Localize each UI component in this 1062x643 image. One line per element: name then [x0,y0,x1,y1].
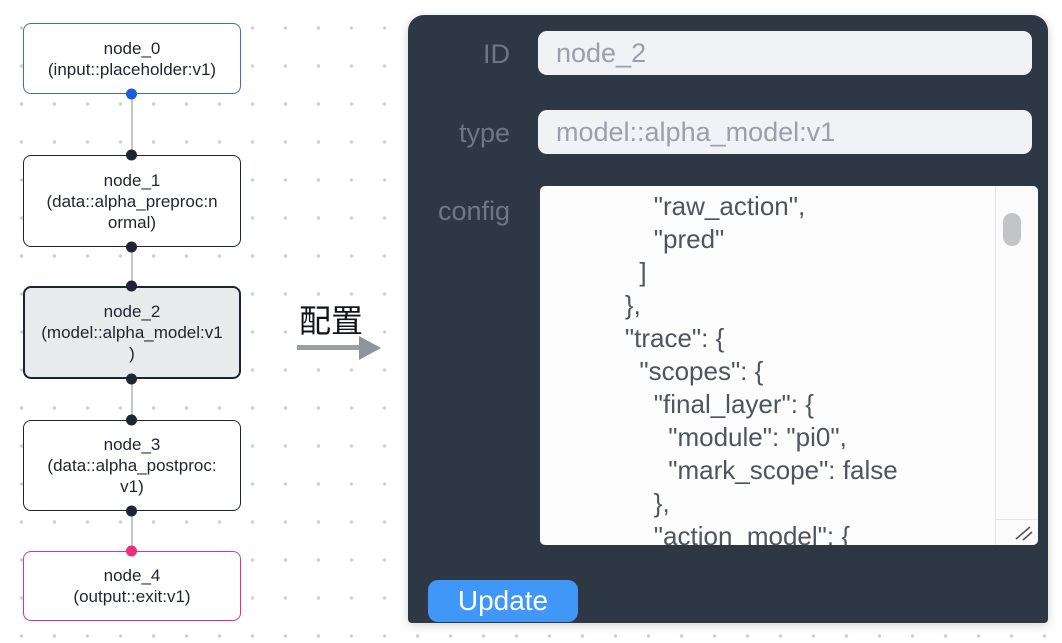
type-field-label: type [458,118,510,148]
edge-node2-node3[interactable] [131,379,133,420]
update-button[interactable]: Update [428,580,578,622]
edge-node1-node2[interactable] [131,247,133,286]
flow-node-node_0[interactable]: node_0 (input::placeholder:v1) [23,23,241,94]
config-scrollbar-thumb[interactable] [1003,213,1021,246]
config-field-label: config [437,196,510,226]
connector-handle-node3-in[interactable] [126,414,137,426]
connector-handle-node2-in[interactable] [126,280,137,292]
configure-annotation-label: 配置 [299,303,364,339]
connector-handle-node2-out[interactable] [126,373,137,385]
id-field-label: ID [483,39,510,69]
arrow-right-head-icon [359,336,381,360]
edge-node3-node4[interactable] [131,511,133,551]
edge-node0-node1[interactable] [131,94,133,155]
type-input[interactable] [538,110,1032,154]
flow-node-node_1[interactable]: node_1 (data::alpha_preproc:n ormal) [23,155,241,247]
config-textarea[interactable]: "raw_action", "pred" ] }, "trace": { "sc… [540,186,1038,545]
config-scrollbar-track[interactable] [995,186,1038,545]
arrow-right-icon [297,345,359,350]
textarea-resize-handle-icon[interactable] [1012,523,1034,541]
connector-handle-node3-out[interactable] [126,505,137,517]
connector-handle-node1-in[interactable] [126,149,137,161]
flow-node-node_2-selected[interactable]: node_2 (model::alpha_model:v1 ) [23,286,241,379]
id-input[interactable] [538,31,1032,75]
flow-node-node_4[interactable]: node_4 (output::exit:v1) [23,551,241,621]
flow-node-node_3[interactable]: node_3 (data::alpha_postproc: v1) [23,420,241,511]
connector-handle-node1-out[interactable] [126,241,137,253]
config-json-text[interactable]: "raw_action", "pred" ] }, "trace": { "sc… [624,191,898,545]
connector-handle-node0-out[interactable] [126,88,137,100]
connector-handle-node4-in[interactable] [126,545,137,557]
node-config-panel: ID type config "raw_action", "pred" ] },… [408,15,1048,623]
scrollbar-corner-divider [996,519,1038,520]
